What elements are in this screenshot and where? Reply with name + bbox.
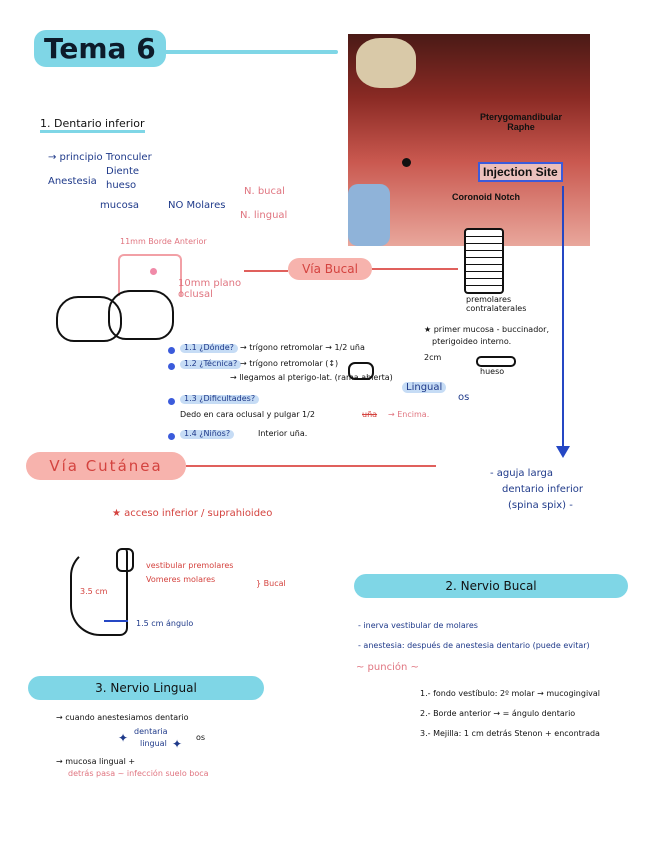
measure-15: 1.5 cm ángulo — [136, 619, 194, 628]
mucosa-label: mucosa — [100, 200, 140, 211]
section3-heading: 3. Nervio Lingual — [28, 676, 264, 700]
cutanea-note: ★ acceso inferior / suprahioideo — [112, 508, 273, 519]
measure-side: 10mm plano oclusal — [178, 278, 242, 300]
syringe-note: premolares contralaterales — [466, 295, 527, 313]
section2-heading: 2. Nervio Bucal — [354, 574, 628, 598]
step-3-label: 1.3 ¿Dificultades? — [180, 394, 260, 404]
via-bucal-line-right — [372, 268, 458, 270]
right-note-2: pterigoideo interno. — [432, 337, 512, 346]
step-bullet — [168, 398, 175, 405]
step-4-label: 1.4 ¿Niños? — [180, 429, 235, 439]
step-3-result: → Encima. — [388, 410, 430, 419]
section2-line1: - inerva vestibular de molares — [358, 621, 478, 630]
no-molares-label: NO Molares — [168, 200, 226, 211]
blue-right-line3: (spina spix) - — [508, 500, 573, 511]
section2-line2: - anestesia: después de anestesia dentar… — [358, 641, 590, 650]
measure-top: 11mm Borde Anterior — [120, 237, 207, 246]
step-4-text: Interior uña. — [258, 429, 308, 438]
via-cutanea-banner: Vía Cutánea — [26, 452, 186, 480]
mouth-photo: Pterygomandibular Raphe Injection Site C… — [348, 34, 590, 246]
needle-sketch — [348, 362, 374, 380]
raphe-label: Pterygomandibular Raphe — [479, 112, 562, 132]
injection-arrow-head — [556, 446, 570, 458]
right-note-1: ★ primer mucosa - buccinador, — [424, 325, 549, 334]
blue-right-line2: dentario inferior — [502, 484, 583, 495]
step-2-sub: → llegamos al pterigo-lat. (rama abierta… — [230, 373, 393, 382]
dentaria-label: dentaria — [134, 727, 168, 736]
step-2-label: 1.2 ¿Técnica? — [180, 359, 242, 369]
anestesia-label: Anestesia — [48, 176, 97, 187]
mandible-red-1: vestibular premolares — [146, 561, 234, 570]
injection-arrow-line — [562, 186, 564, 448]
molar-shape — [356, 38, 416, 88]
blue-right-line1: - aguja larga — [490, 468, 554, 479]
tooth-sketch-right — [108, 290, 174, 340]
bone-icon — [476, 356, 516, 367]
hueso-label: hueso — [106, 180, 137, 191]
step-2-text: → trígono retromolar (↕) — [240, 359, 339, 368]
glove-shape — [348, 184, 390, 246]
n-bucal-label: N. bucal — [244, 186, 285, 197]
measure-sketch — [118, 254, 182, 296]
section3-line2: → mucosa lingual + — [56, 757, 136, 766]
star-icon: ✦ — [172, 737, 183, 751]
cm-label: 2cm — [424, 353, 442, 362]
section1-line1: → principio Tronculer — [48, 152, 152, 163]
mandible-sketch — [70, 548, 128, 636]
section1-heading: 1. Dentario inferior — [40, 117, 145, 134]
section2-p3: 3.- Mejilla: 1 cm detrás Stenon + encont… — [420, 729, 600, 738]
mandible-red-2: Vomeres molares — [146, 575, 216, 584]
coronoid-label: Coronoid Notch — [452, 192, 520, 202]
bone-label: hueso — [480, 367, 505, 376]
step-bullet — [168, 347, 175, 354]
n-lingual-label: N. lingual — [240, 210, 288, 221]
step-3-strike: uña — [362, 410, 378, 419]
step-1-text: → trígono retromolar → 1/2 uña — [240, 343, 365, 352]
page-title: Tema 6 — [34, 30, 166, 67]
measure-dot — [150, 268, 157, 275]
step-bullet — [168, 433, 175, 440]
section2-p2: 2.- Borde anterior → = ángulo dentario — [420, 709, 576, 718]
measure-35: 3.5 cm — [80, 587, 108, 596]
injection-site-label: Injection Site — [478, 162, 563, 182]
step-3-text: Dedo en cara oclusal y pulgar 1/2 — [180, 410, 315, 419]
star-icon: ✦ — [118, 731, 129, 745]
section2-p1: 1.- fondo vestíbulo: 2º molar → mucoging… — [420, 689, 601, 698]
mandible-condyle — [116, 548, 134, 572]
section3-os: os — [196, 733, 206, 742]
lingual-tag: Lingual — [402, 382, 447, 393]
via-bucal-banner: Vía Bucal — [288, 258, 372, 280]
via-bucal-line-left — [244, 270, 288, 272]
step-1-label: 1.1 ¿Dónde? — [180, 343, 238, 353]
os-label: os — [458, 392, 470, 403]
injection-dot — [402, 158, 411, 167]
lingual-label: lingual — [140, 739, 167, 748]
via-cutanea-line — [186, 465, 436, 467]
title-underline — [158, 50, 338, 54]
mandible-bucal: } Bucal — [256, 579, 286, 588]
section2-puncion: ~ punción ~ — [356, 662, 419, 673]
step-bullet — [168, 363, 175, 370]
section3-line3: detrás pasa ~ infección suelo boca — [68, 769, 209, 778]
section3-line1: → cuando anestesiamos dentario — [56, 713, 189, 722]
measure-arrow — [104, 620, 128, 622]
diente-label: Diente — [106, 166, 140, 177]
syringe-icon — [464, 228, 504, 294]
